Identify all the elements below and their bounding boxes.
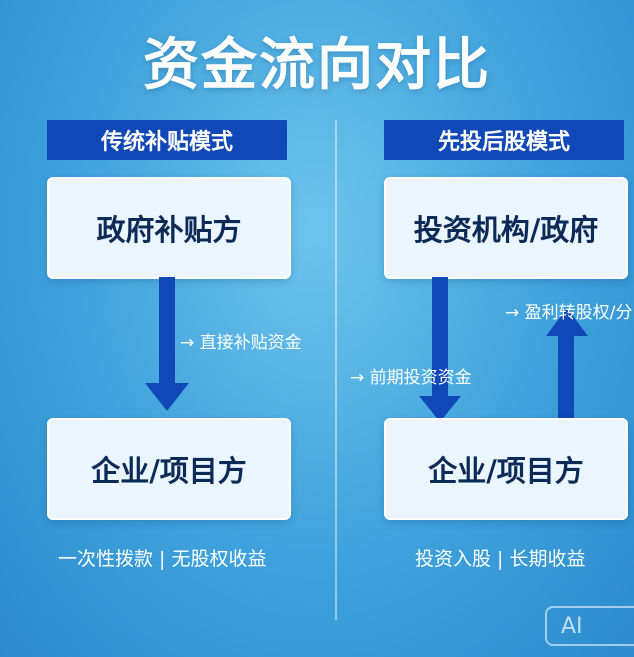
ai-watermark: AI bbox=[545, 606, 634, 646]
right-up-arrow-label: → 盈利转股权/分 bbox=[505, 303, 633, 323]
left-down-arrow-shaft bbox=[159, 277, 175, 385]
left-bottom-box: 企业/项目方 bbox=[47, 418, 291, 520]
right-top-box: 投资机构/政府 bbox=[384, 177, 628, 279]
right-header: 先投后股模式 bbox=[384, 120, 624, 160]
left-header: 传统补贴模式 bbox=[47, 120, 287, 160]
right-footer: 投资入股 | 长期收益 bbox=[415, 548, 586, 570]
left-footer: 一次性拨款 | 无股权收益 bbox=[58, 548, 267, 570]
right-down-arrow-head bbox=[419, 396, 461, 422]
page-title: 资金流向对比 bbox=[143, 33, 491, 98]
right-up-arrow-shaft bbox=[558, 334, 574, 418]
left-arrow-label: → 直接补贴资金 bbox=[180, 333, 302, 353]
right-down-arrow-label: → 前期投资资金 bbox=[350, 368, 472, 388]
right-down-arrow-shaft bbox=[432, 277, 448, 399]
column-divider bbox=[335, 120, 337, 620]
left-down-arrow-head bbox=[145, 383, 189, 411]
right-up-arrow-head bbox=[546, 308, 588, 336]
right-bottom-box: 企业/项目方 bbox=[384, 418, 628, 520]
left-top-box: 政府补贴方 bbox=[47, 177, 291, 279]
